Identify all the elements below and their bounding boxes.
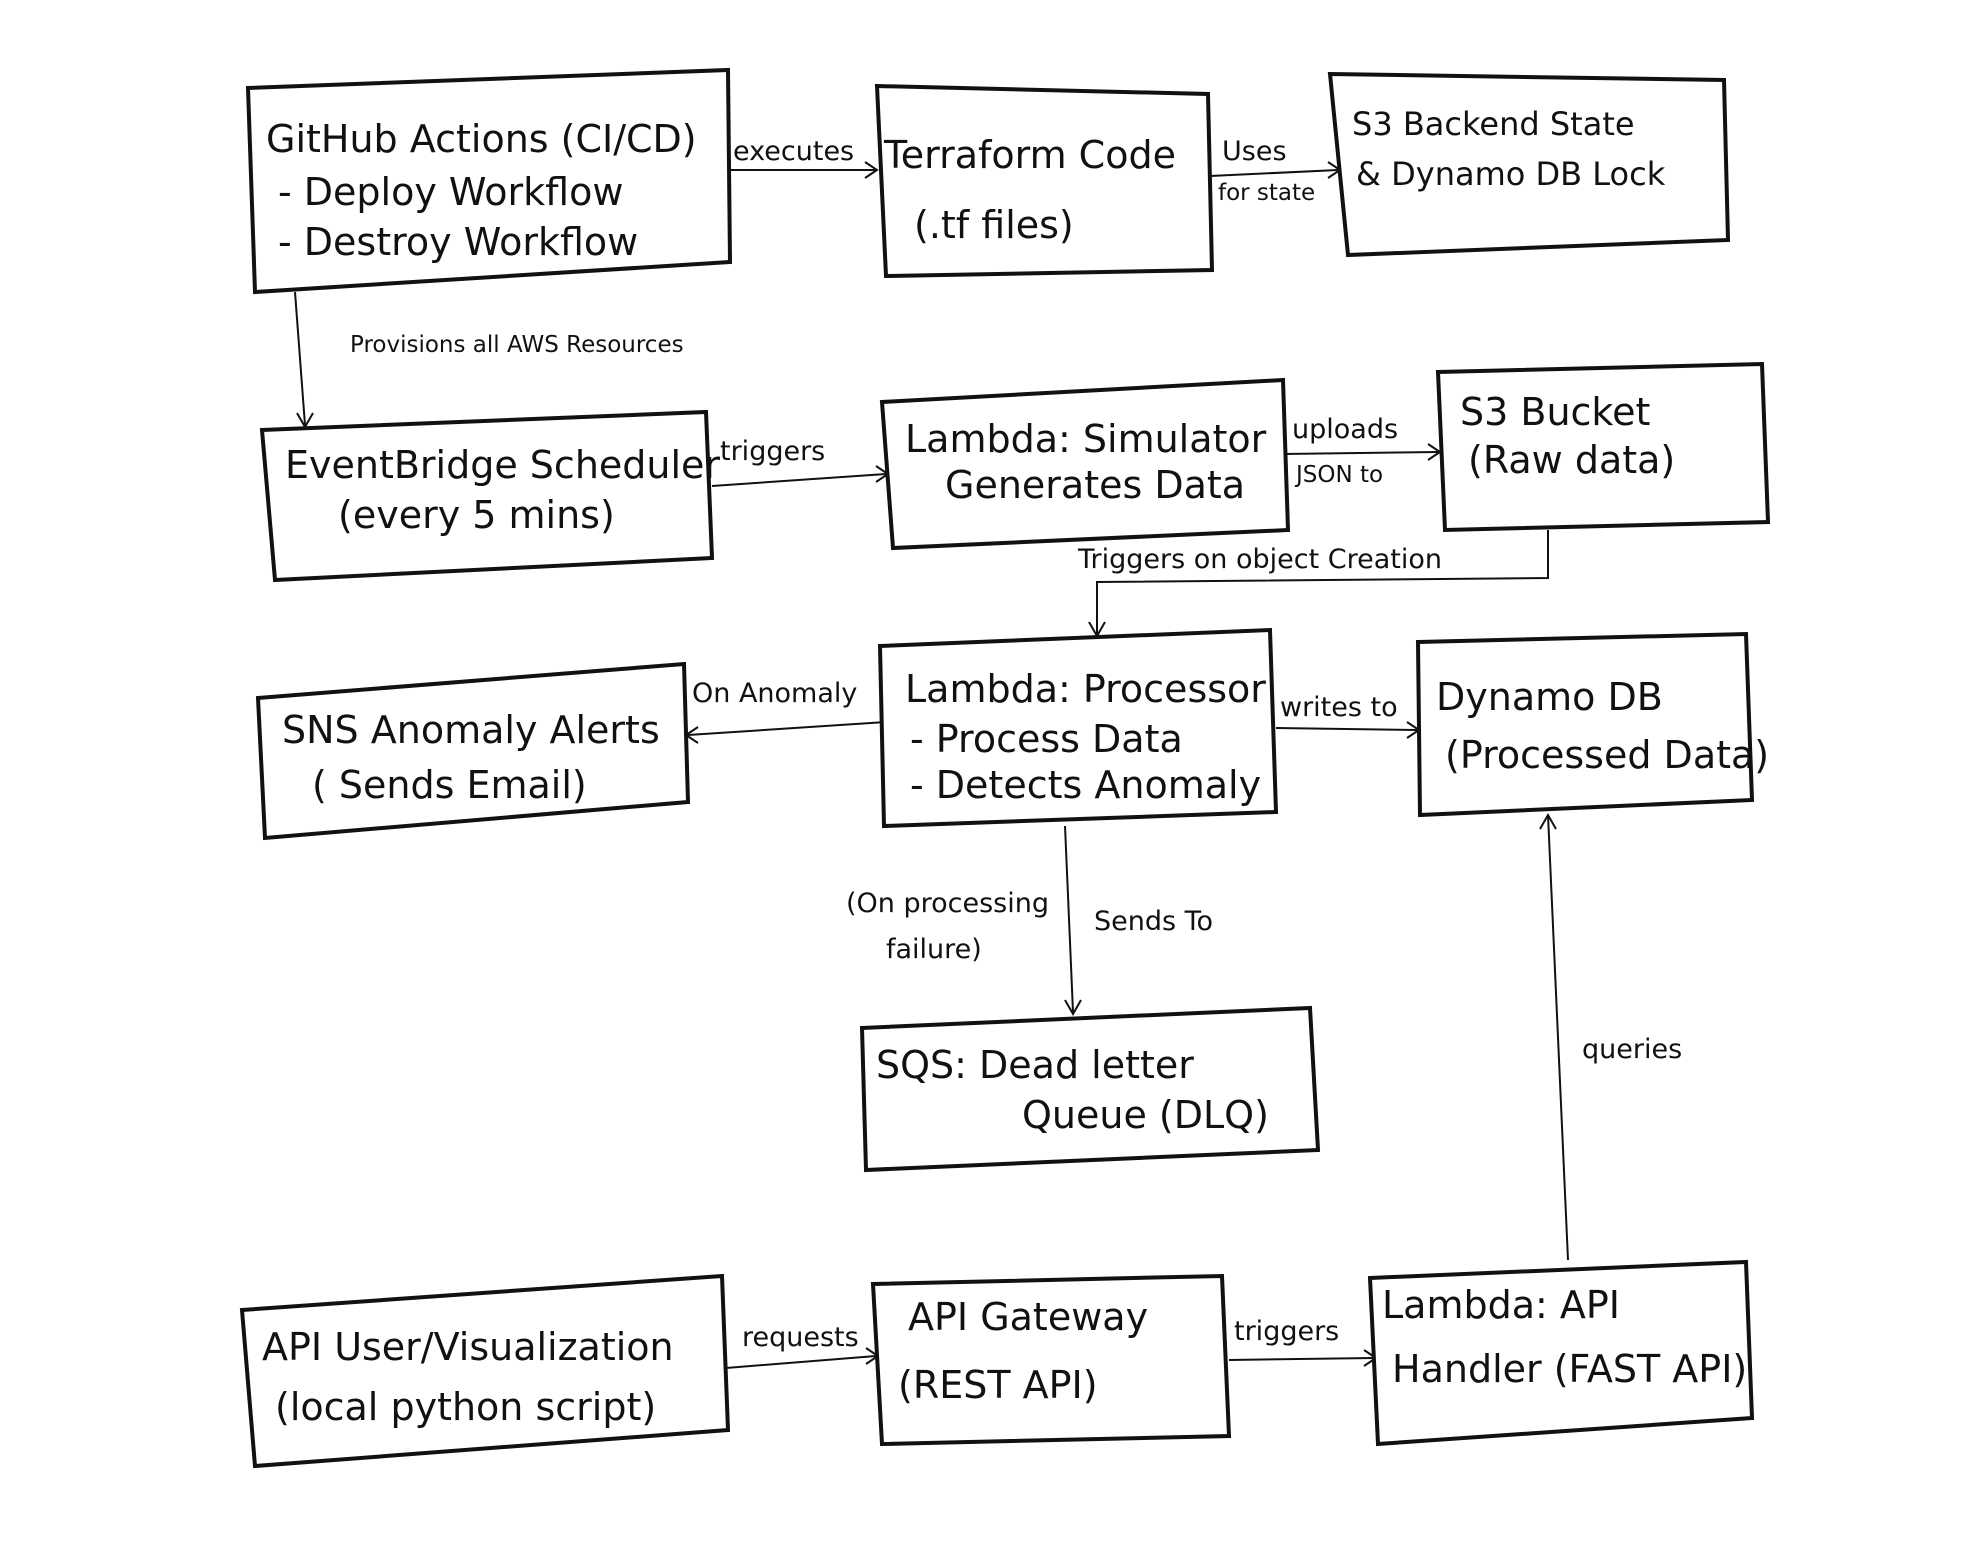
edge-label-on-anomaly: On Anomaly [692,678,857,709]
node-label: Lambda: Simulator [905,417,1267,461]
node-dynamodb: Dynamo DB (Processed Data) [1415,631,1769,818]
node-lambda-api-handler: Lambda: API Handler (FAST API) [1367,1259,1755,1447]
node-github-actions: GitHub Actions (CI/CD) - Deploy Workflow… [245,67,733,295]
edge-executes [728,161,879,179]
edge-on-anomaly [684,721,887,744]
node-label: Generates Data [945,463,1245,507]
node-label: (Processed Data) [1445,733,1769,777]
node-label: GitHub Actions (CI/CD) [266,117,697,161]
edge-label-failure: failure) [886,934,982,965]
edge-label-queries: queries [1582,1034,1682,1065]
edge-label-uploads: uploads [1292,414,1398,445]
node-label: (every 5 mins) [338,493,615,537]
edge-queries [1539,812,1569,1261]
node-label: - Deploy Workflow [278,170,623,214]
node-s3-bucket: S3 Bucket (Raw data) [1435,361,1771,533]
node-label: SNS Anomaly Alerts [282,708,660,752]
edge-label-for-state: for state [1218,180,1315,206]
node-label: Lambda: API [1382,1283,1620,1327]
edge-label-sends-to: Sends To [1094,906,1213,937]
node-lambda-simulator: Lambda: Simulator Generates Data [879,377,1291,551]
node-label: (Raw data) [1468,438,1675,482]
node-terraform-code: Terraform Code (.tf files) [874,83,1215,279]
node-label: ( Sends Email) [312,763,587,807]
node-label: API User/Visualization [262,1325,674,1369]
edge-label-requests: requests [742,1322,859,1353]
node-label: EventBridge Scheduler [285,443,720,487]
node-label: S3 Bucket [1460,390,1650,434]
node-s3-backend-state: S3 Backend State & Dynamo DB Lock [1327,71,1731,258]
node-label: Terraform Code [883,133,1176,177]
node-label: (.tf files) [914,203,1074,247]
node-label: Queue (DLQ) [1022,1093,1269,1137]
edge-label-executes: executes [733,136,854,167]
node-label: & Dynamo DB Lock [1356,155,1666,193]
node-label: - Detects Anomaly [910,763,1261,807]
edge-writes-to [1275,721,1421,739]
node-api-gateway: API Gateway (REST API) [870,1273,1232,1447]
node-label: - Process Data [910,717,1183,761]
node-lambda-processor: Lambda: Processor - Process Data - Detec… [877,627,1279,829]
edge-label-triggers-scheduler: triggers [720,436,825,467]
edge-label-uses: Uses [1222,136,1287,167]
edge-label-triggers-gateway: triggers [1234,1316,1339,1347]
node-label: Handler (FAST API) [1392,1347,1747,1391]
node-label: API Gateway [908,1295,1148,1339]
edge-provisions [294,291,314,430]
node-label: S3 Backend State [1352,105,1635,143]
node-sqs-dlq: SQS: Dead letter Queue (DLQ) [859,1005,1321,1173]
edge-sends-to-dlq [1064,825,1082,1017]
edge-triggers-scheduler [711,465,890,487]
edge-label-triggers-object-creation: Triggers on object Creation [1077,544,1442,575]
node-label: Lambda: Processor [905,667,1266,711]
node-sns-anomaly-alerts: SNS Anomaly Alerts ( Sends Email) [255,661,691,841]
node-label: - Destroy Workflow [278,220,638,264]
node-eventbridge-scheduler: EventBridge Scheduler (every 5 mins) [259,409,720,583]
node-label: (REST API) [898,1363,1098,1407]
edge-triggers-gateway [1228,1349,1378,1367]
node-api-user: API User/Visualization (local python scr… [239,1273,731,1469]
node-label: Dynamo DB [1436,675,1663,719]
edge-label-json-to: JSON to [1294,462,1383,488]
edge-label-on-processing: (On processing [846,888,1049,919]
edge-label-writes-to: writes to [1280,692,1398,723]
edge-label-provisions: Provisions all AWS Resources [350,332,684,358]
node-label: SQS: Dead letter [876,1043,1194,1087]
edge-uploads-json [1282,443,1442,461]
node-label: (local python script) [275,1385,656,1429]
